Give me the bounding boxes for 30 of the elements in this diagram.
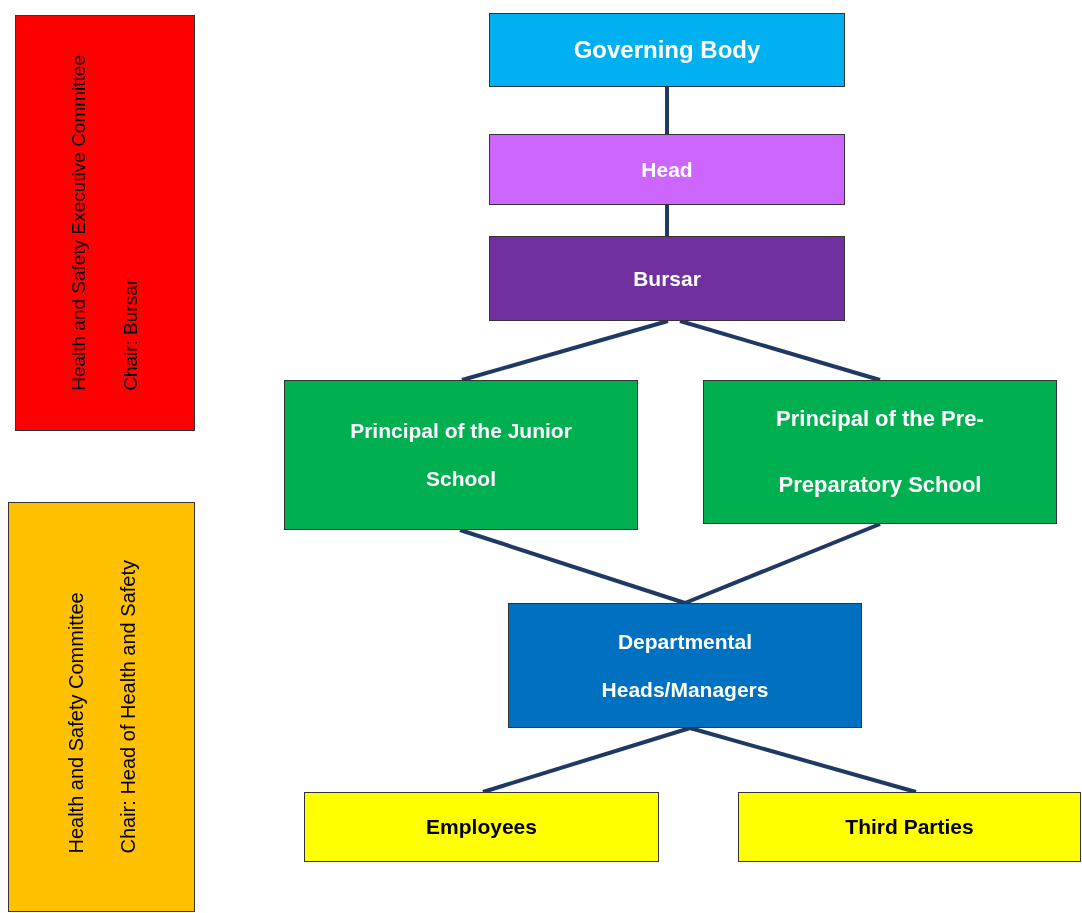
role-box xyxy=(304,792,659,862)
committee-box xyxy=(15,15,195,431)
committee-text: Health and Safety Committee xyxy=(63,591,88,854)
committee-text: Chair: Bursar xyxy=(119,278,142,391)
committee-text: Health and Safety Executive Committee xyxy=(67,55,90,391)
role-box xyxy=(703,380,1057,524)
role-title: Employees xyxy=(426,814,537,841)
connector-line xyxy=(665,87,669,134)
connector-line xyxy=(689,726,917,794)
role-title: Head xyxy=(641,156,693,183)
committee-box xyxy=(8,502,195,912)
role-box xyxy=(489,134,845,205)
connector-line xyxy=(665,205,669,236)
connector-line xyxy=(684,522,881,605)
role-title: Principal of the Pre-Preparatory School xyxy=(775,405,985,499)
role-title: Third Parties xyxy=(845,814,974,841)
role-box xyxy=(489,13,845,87)
connector-line xyxy=(679,319,881,382)
committee-text: Chair: Head of Health and Safety xyxy=(115,560,140,854)
connector-line xyxy=(461,319,669,382)
connector-line xyxy=(482,726,691,794)
connector-line xyxy=(459,528,686,605)
role-title: Governing Body xyxy=(573,35,761,65)
role-title: Bursar xyxy=(633,265,701,292)
role-title: Departmental Heads/Managers xyxy=(600,628,770,703)
role-box xyxy=(489,236,845,321)
role-box xyxy=(284,380,638,530)
role-box xyxy=(508,603,862,728)
role-title: Principal of the Junior School xyxy=(349,418,573,492)
role-box xyxy=(738,792,1081,862)
